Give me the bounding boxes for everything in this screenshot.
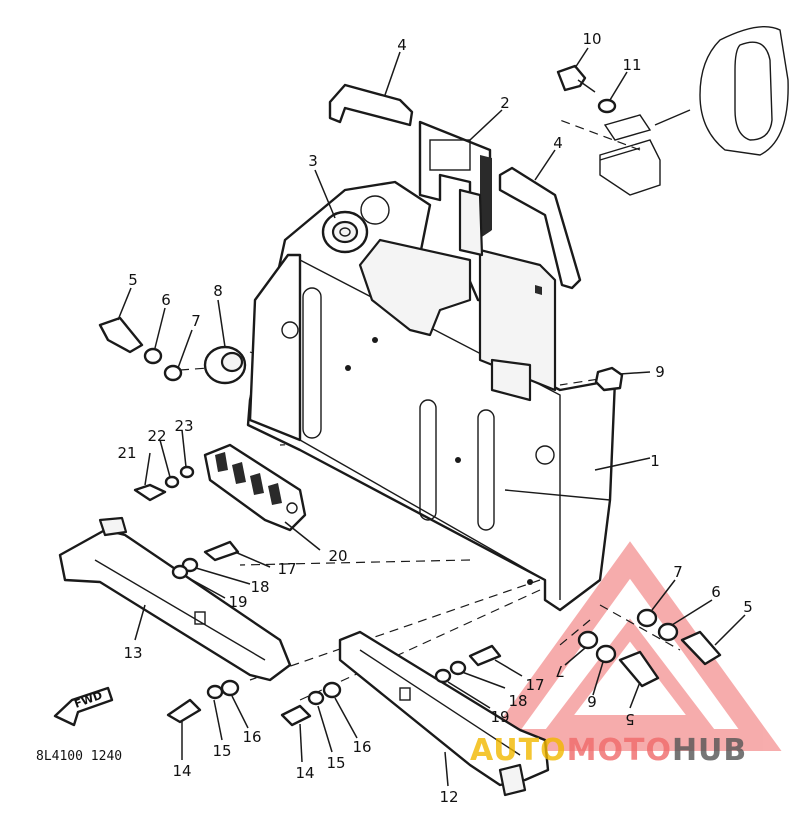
- grommet: [321, 210, 369, 254]
- rail-left: [58, 516, 292, 682]
- washer-16-right: [322, 681, 342, 699]
- callout-19-right: 19: [490, 708, 509, 726]
- callout-17-left: 17: [277, 560, 296, 578]
- callout-18-right: 18: [508, 692, 527, 710]
- callouts: 1 2 3 4 4 5 5 5 6 6 6 7 7 7 8 9 10 11 12…: [117, 30, 752, 806]
- watermark-text: AUTOMOTOHUB: [470, 733, 747, 768]
- washer-19-left: [171, 564, 189, 580]
- bolt-14-left: [166, 698, 202, 724]
- washer-19-right: [434, 668, 452, 684]
- callout-21: 21: [117, 444, 136, 462]
- washer-7-right: [636, 608, 658, 628]
- callout-23: 23: [174, 417, 193, 435]
- watermark-word-hub: HUB: [672, 733, 747, 768]
- bolt-5-left: [98, 316, 144, 354]
- washer-22: [164, 475, 180, 489]
- callout-5-left: 5: [128, 271, 138, 289]
- drawing-code: 8L4100 1240: [36, 749, 122, 764]
- svg-text:AUTOMOTOHUB: AUTOMOTOHUB: [470, 733, 747, 768]
- washer-15-left: [206, 684, 224, 700]
- bushing: [203, 345, 247, 385]
- callout-15-left: 15: [212, 742, 231, 760]
- callout-4-right: 4: [553, 134, 563, 152]
- callout-6-left: 6: [161, 291, 171, 309]
- bolt-21: [133, 483, 167, 502]
- washer-7-left: [163, 364, 183, 382]
- callout-10: 10: [582, 30, 601, 48]
- callout-6-lower: 6: [587, 692, 597, 710]
- callout-7-left: 7: [191, 312, 201, 330]
- cap-screw-9: [594, 366, 624, 392]
- fasteners: [98, 316, 722, 727]
- washer-15-right: [307, 690, 325, 706]
- bolt-17-left: [203, 540, 240, 562]
- callout-7-right: 7: [673, 563, 683, 581]
- washer-16-left: [220, 679, 240, 697]
- callout-16-left: 16: [242, 728, 261, 746]
- leader-lines: [117, 47, 746, 787]
- bolt-5-right: [680, 630, 722, 666]
- washer-18-right: [449, 660, 467, 676]
- callout-5-right: 5: [743, 598, 753, 616]
- spacer-plate: [418, 120, 492, 257]
- callout-4-left: 4: [397, 36, 407, 54]
- callout-14-left: 14: [172, 762, 191, 780]
- washer-7-lower: [577, 630, 599, 650]
- bolt-5-lower: [618, 650, 660, 688]
- callout-14-right: 14: [295, 764, 314, 782]
- rail-right: [338, 630, 550, 797]
- callout-3: 3: [308, 152, 318, 170]
- callout-16-right: 16: [352, 738, 371, 756]
- bent-rod-left: [328, 83, 414, 127]
- callout-19-left: 19: [228, 593, 247, 611]
- callout-17-right: 17: [525, 676, 544, 694]
- washer-6-lower: [595, 644, 617, 664]
- washer-6-right: [657, 622, 679, 642]
- terminal-plate: [203, 443, 307, 532]
- callout-1: 1: [650, 452, 660, 470]
- callout-5-lower: 5: [625, 710, 635, 728]
- callout-15-right: 15: [326, 754, 345, 772]
- callout-9: 9: [655, 363, 665, 381]
- watermark-word-auto: AUTO: [470, 733, 567, 768]
- callout-8: 8: [213, 282, 223, 300]
- callout-2: 2: [500, 94, 510, 112]
- main-bracket: [246, 180, 617, 612]
- washer-23: [179, 465, 195, 479]
- callout-22: 22: [147, 427, 166, 445]
- callout-20: 20: [328, 547, 347, 565]
- callout-11: 11: [622, 56, 641, 74]
- forward-arrow: FWD: [53, 686, 114, 727]
- callout-6-right: 6: [711, 583, 721, 601]
- bolt-14-right: [280, 704, 312, 727]
- callout-18-left: 18: [250, 578, 269, 596]
- bolt-17-right: [468, 644, 502, 667]
- callout-7-lower: 7: [555, 662, 565, 680]
- washer-6-left: [143, 347, 163, 365]
- callout-13: 13: [123, 644, 142, 662]
- callout-12: 12: [439, 788, 458, 806]
- bent-rod-right: [498, 166, 582, 290]
- watermark-triangle-inner: [545, 618, 715, 729]
- handle-assembly: [556, 25, 789, 196]
- watermark-word-moto: MOTO: [567, 733, 672, 768]
